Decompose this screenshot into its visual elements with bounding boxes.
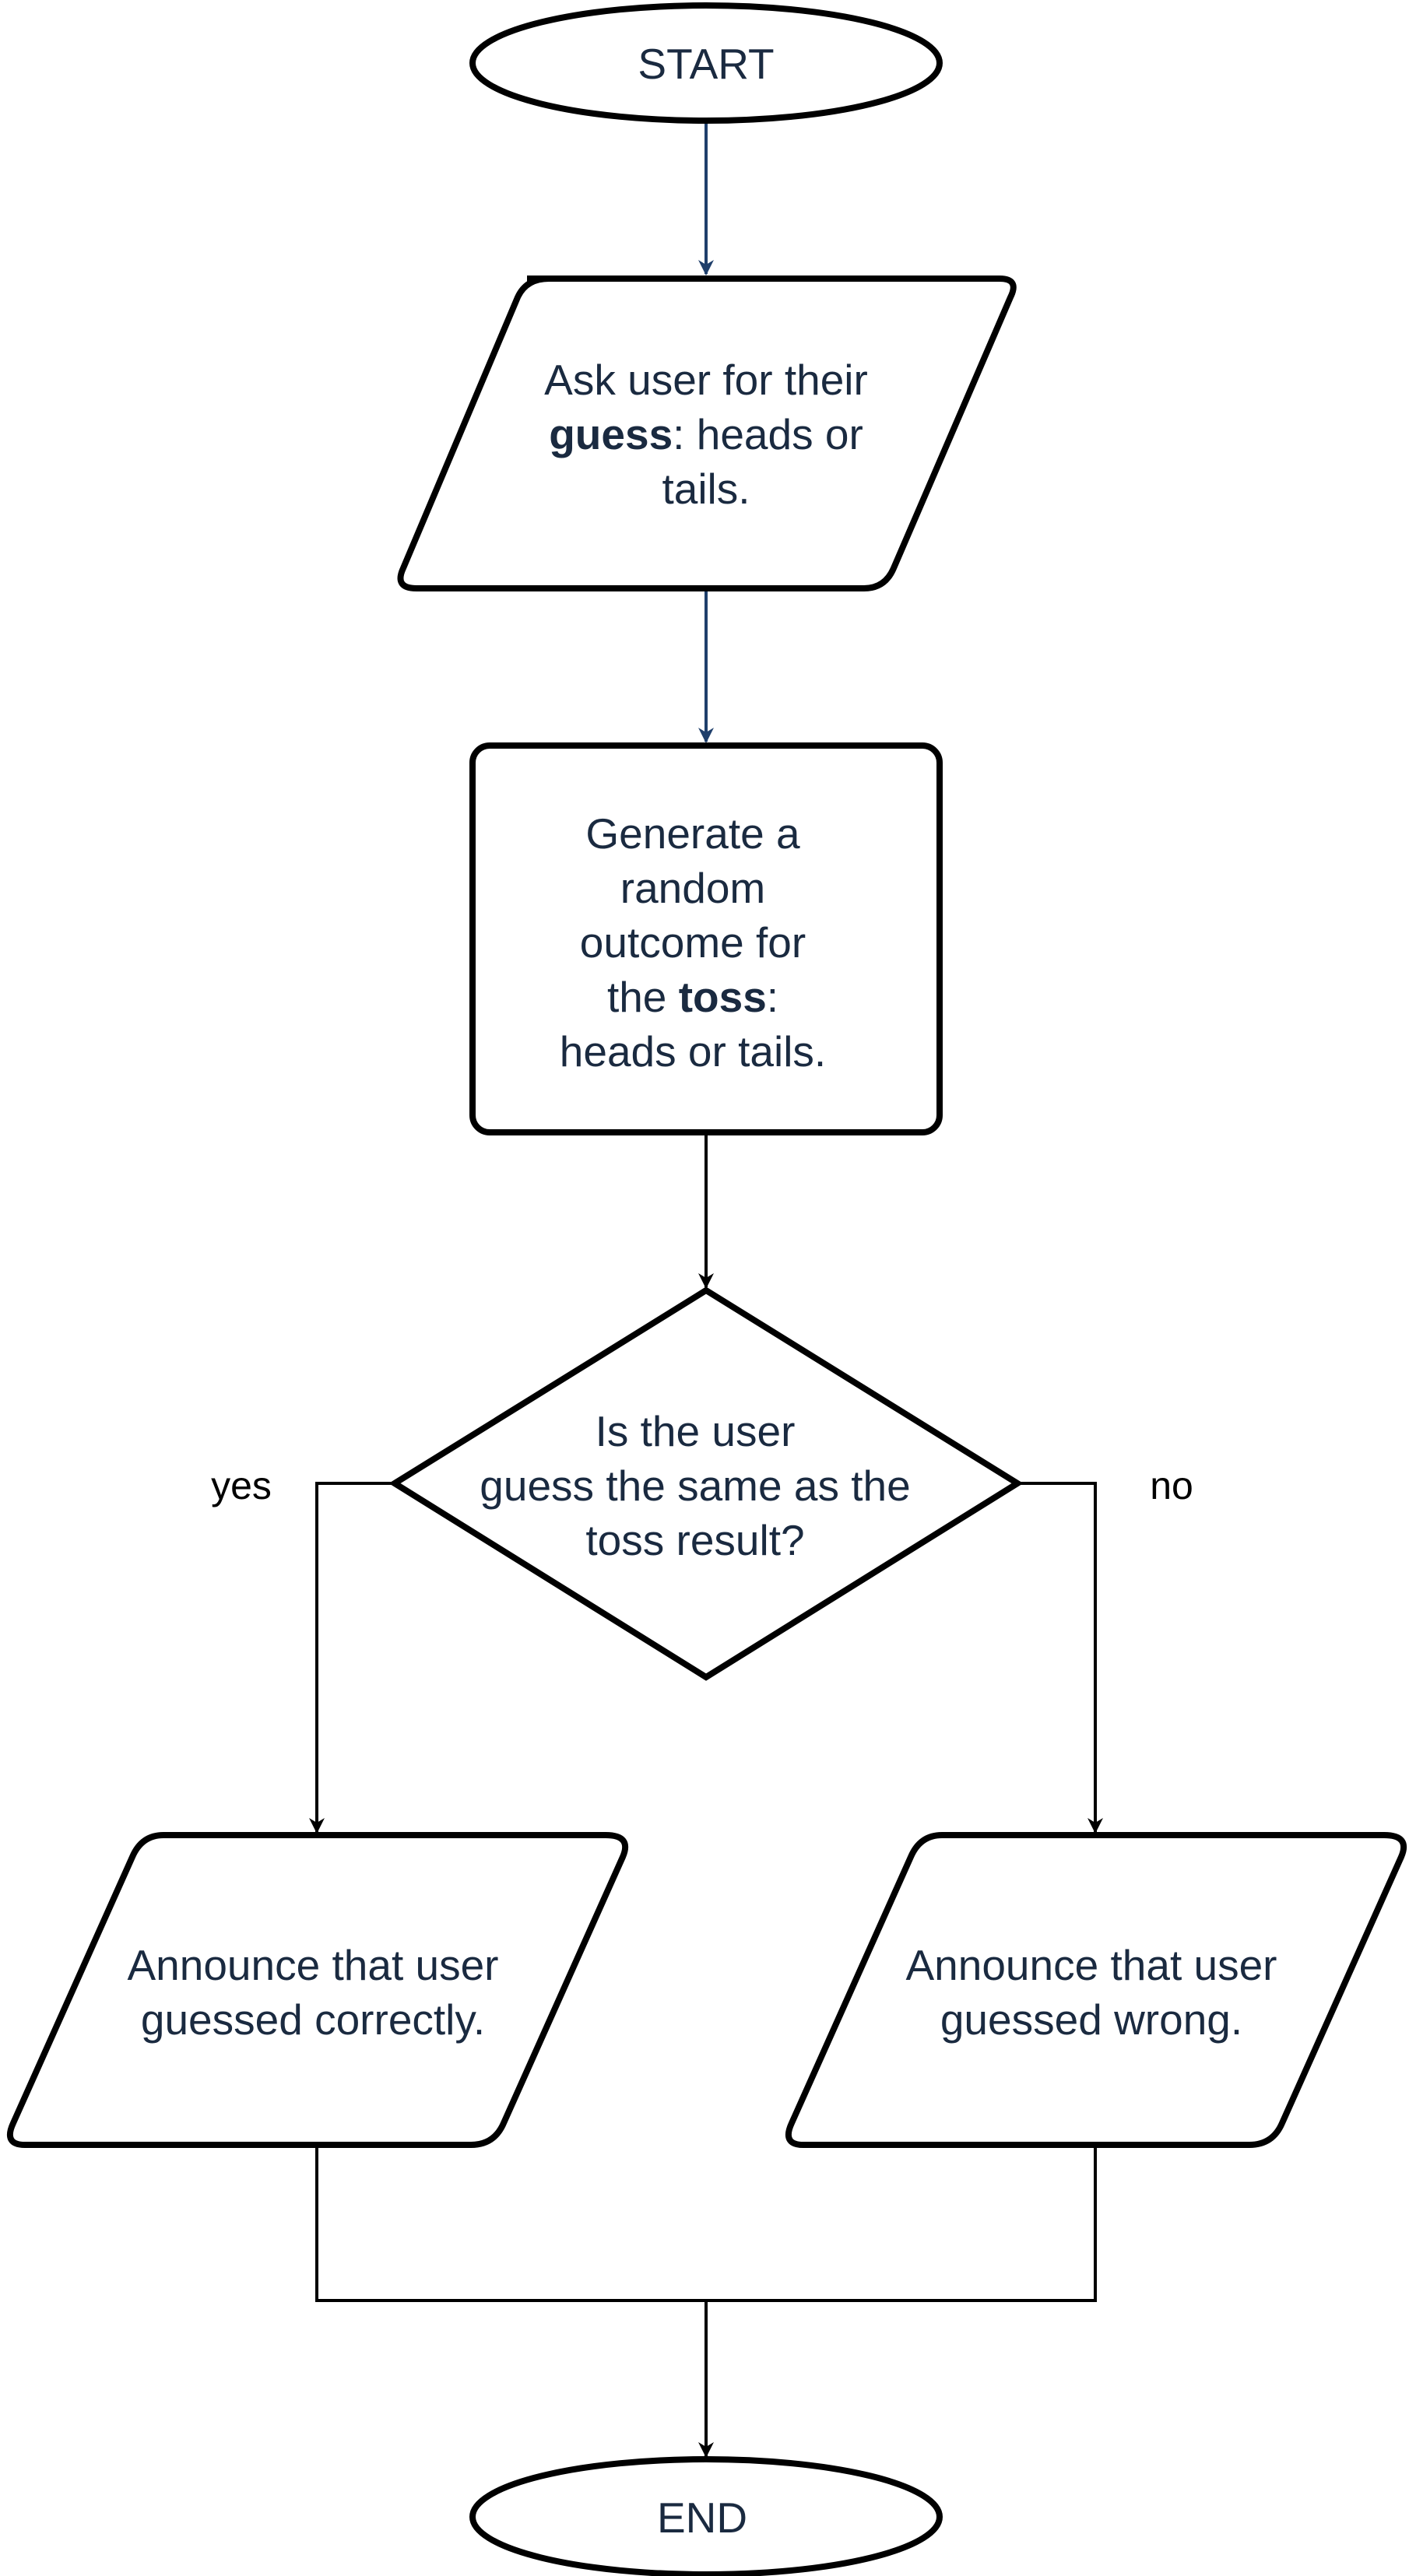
- decision-line-1-run-1: Is the user: [596, 1407, 796, 1455]
- announce-wrong-node: Announce that user guessed wrong.: [785, 1832, 1407, 2148]
- announce-correct-line-2-run-1: guessed correctly.: [141, 1995, 485, 2044]
- announce-wrong-shape: [785, 1832, 1407, 2148]
- announce-wrong-line-1-run-1: Announce that user: [905, 1941, 1277, 1989]
- announce-wrong-line-2-run-1: guessed wrong.: [940, 1995, 1242, 2044]
- generate-toss-line-1-run-1: Generate a: [585, 809, 800, 858]
- connector-correct-to-merge: [315, 2145, 706, 2302]
- end-label: END: [657, 2494, 747, 2542]
- announce-correct-line-1-run-1: Announce that user: [127, 1941, 498, 1989]
- start-shape: [469, 2, 943, 124]
- generate-toss-line-4-run-2: toss: [679, 973, 767, 1021]
- generate-toss-node: Generate a random outcome for the toss: head…: [469, 742, 943, 1135]
- announce-correct-shape: [7, 1832, 629, 2148]
- connector-decision-no: [1017, 1482, 1103, 1834]
- decision-line-3-run-1: toss result?: [585, 1516, 804, 1564]
- input-guess-line-2-run-1: guess: [549, 410, 673, 458]
- announce-wrong-text: Announce that user guessed wrong.: [905, 1941, 1277, 2044]
- edge-label-no: no: [1150, 1464, 1193, 1507]
- edge-label-yes: yes: [211, 1464, 272, 1507]
- generate-toss-line-5-run-1: heads or tails.: [560, 1027, 826, 1076]
- announce-correct-node: Announce that user guessed correctly.: [7, 1832, 629, 2148]
- decision-line-2-run-1: guess the same as the: [480, 1462, 910, 1510]
- input-guess-shape: [397, 275, 1017, 591]
- input-guess-node: Ask user for their guess: heads or tails.: [397, 275, 1017, 591]
- input-guess-line-1-run-1: Ask user for their: [544, 356, 868, 404]
- end-terminator: END: [469, 2456, 943, 2576]
- decision-text: Is the user guess the same as the toss res…: [480, 1407, 910, 1564]
- input-guess-line-3-run-1: tails.: [662, 465, 750, 513]
- generate-toss-shape: [469, 742, 943, 1135]
- start-label: START: [638, 40, 774, 88]
- generate-toss-line-4-run-1: the: [607, 973, 679, 1021]
- decision-node: Is the user guess the same as the toss res…: [388, 1286, 1024, 1681]
- start-terminator: START: [469, 2, 943, 124]
- generate-toss-line-3-run-1: outcome for: [580, 918, 806, 967]
- generate-toss-line-2-run-1: random: [620, 864, 765, 912]
- connector-decision-yes: [309, 1482, 395, 1834]
- decision-shape: [388, 1286, 1024, 1681]
- connector-wrong-to-merge: [706, 2145, 1097, 2302]
- end-shape: [469, 2456, 943, 2576]
- input-guess-line-2-run-2: : heads or: [673, 410, 863, 458]
- generate-toss-text: Generate a random outcome for the toss: head…: [560, 809, 826, 1076]
- input-guess-text: Ask user for their guess: heads or tails.: [544, 356, 868, 513]
- announce-correct-text: Announce that user guessed correctly.: [127, 1941, 498, 2044]
- generate-toss-line-4-run-3: :: [767, 973, 778, 1021]
